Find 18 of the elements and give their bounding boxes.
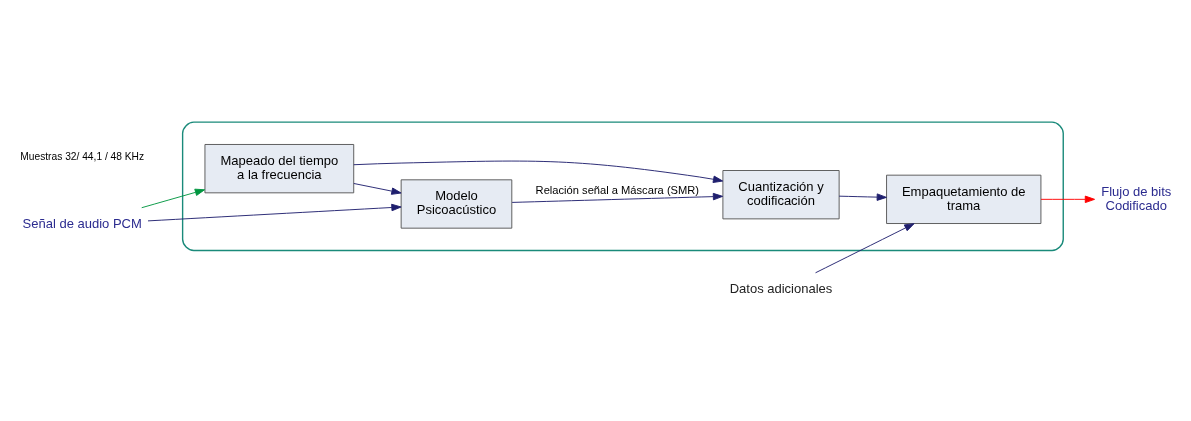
node-box: Empaquetamiento de trama xyxy=(886,174,1042,224)
label: Muestras 32/ 44,1 / 48 KHz xyxy=(20,151,145,163)
node-text: Señal de audio PCM xyxy=(22,215,142,231)
node-box: Modelo Psicoacústico xyxy=(400,179,513,229)
arrow xyxy=(141,188,206,209)
cluster xyxy=(181,121,1064,252)
node-box: Mapeado del tiempo a la frecuencia xyxy=(204,144,355,194)
arrow xyxy=(353,183,402,195)
arrow xyxy=(815,223,915,274)
node-box: Cuantización y codificación xyxy=(722,170,840,220)
arrow xyxy=(353,160,724,183)
arrow xyxy=(1040,195,1096,204)
node-text: Datos adicionales xyxy=(729,280,833,296)
arrow xyxy=(511,192,724,203)
edge-label: Relación señal a Máscara (SMR) xyxy=(535,184,700,197)
arrow xyxy=(838,193,887,201)
node-text: Flujo de bits Codificado xyxy=(1101,183,1172,213)
arrow xyxy=(147,203,402,222)
